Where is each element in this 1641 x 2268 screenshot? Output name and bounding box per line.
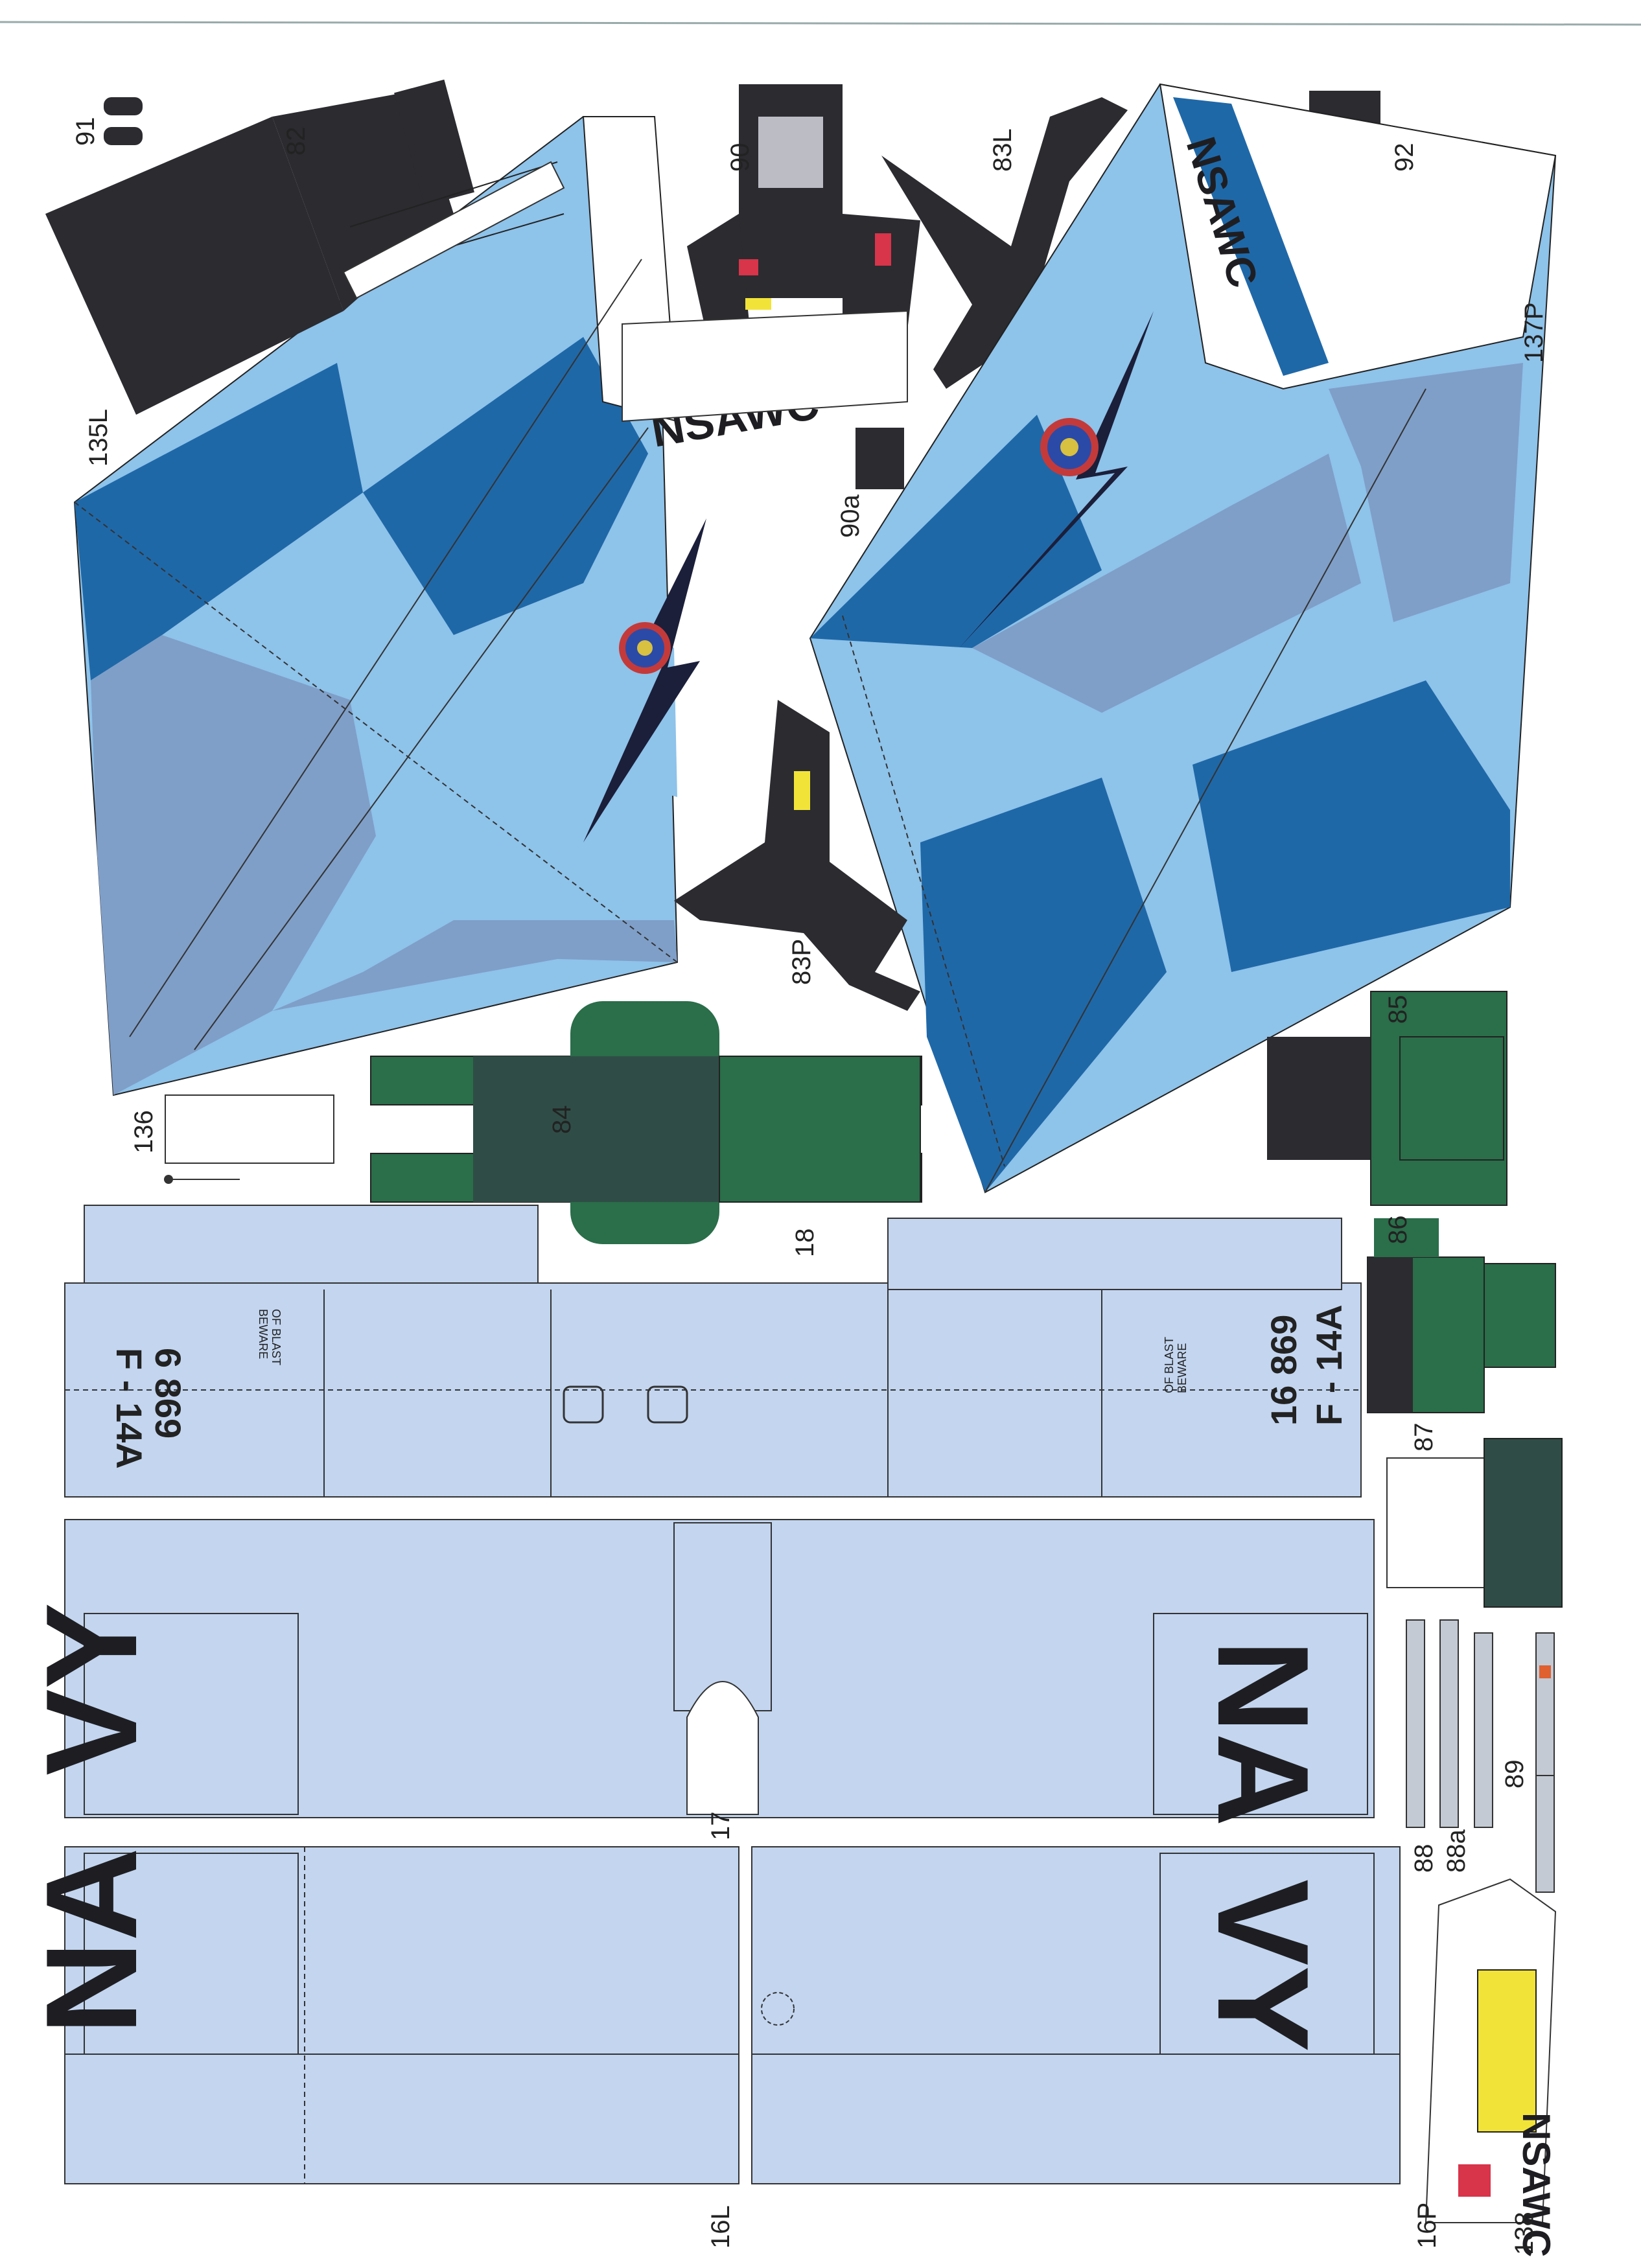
part-83p [674, 700, 920, 1011]
label-16p: 16P [1413, 2203, 1441, 2249]
part-86 [1367, 1218, 1556, 1413]
warning-left-1: BEWARE [257, 1309, 270, 1359]
navy-letters-1: NA [19, 1847, 164, 2035]
label-91: 91 [71, 117, 100, 146]
warning-right-2: OF BLAST [1163, 1337, 1176, 1393]
type-right: F - 14A [1309, 1304, 1349, 1426]
part-16p-fuselage: VY [751, 1846, 1401, 2184]
label-88: 88 [1410, 1844, 1438, 1873]
navy-letters-3: NA [1191, 1639, 1335, 1827]
label-92: 92 [1390, 143, 1419, 172]
navy-letters-2: VY [19, 1603, 164, 1776]
label-83p: 83P [787, 939, 816, 985]
label-16l: 16L [706, 2205, 735, 2249]
warning-left-2: OF BLAST [270, 1309, 283, 1365]
part-85 [1267, 991, 1507, 1206]
label-18: 18 [791, 1229, 819, 1258]
serial-left: 6 869 [148, 1348, 189, 1439]
label-136: 136 [130, 1110, 158, 1153]
label-88a: 88a [1442, 1829, 1471, 1873]
label-90a: 90a [836, 494, 865, 538]
part-83l [881, 97, 1128, 389]
label-137p: 137P [1520, 303, 1548, 363]
part-88-struts [1406, 1619, 1555, 1893]
part-number-labels: 91 82 90 83L 92 135L 90a 137P 83P 85 136… [71, 117, 1548, 2256]
label-86: 86 [1384, 1216, 1412, 1245]
type-left: F - 14A [109, 1348, 150, 1469]
navy-letters-4: VY [1191, 1879, 1335, 2052]
part-84-seat [370, 1001, 922, 1244]
part-87 [1386, 1438, 1563, 1608]
part-138: NSAWC [1425, 1878, 1558, 2257]
part-137p-wing: NSAWC [809, 83, 1557, 1194]
label-90: 90 [726, 143, 754, 172]
label-83l: 83L [988, 128, 1017, 172]
label-85: 85 [1384, 995, 1412, 1024]
part-17-fuselage: VY NA [19, 1519, 1375, 1827]
part-91 [104, 97, 143, 145]
label-17: 17 [706, 1812, 735, 1841]
label-138: 138 [1510, 2212, 1539, 2255]
label-82: 82 [282, 127, 310, 156]
part-136 [165, 1094, 334, 1164]
serial-right: 16 869 [1263, 1315, 1304, 1426]
warning-right-1: BEWARE [1176, 1343, 1189, 1393]
label-89: 89 [1500, 1760, 1529, 1789]
part-90a [855, 428, 904, 489]
label-87: 87 [1410, 1423, 1438, 1452]
part-18-fuselage: F - 14A 6 869 BEWARE OF BLAST F - 14A 16… [64, 1205, 1362, 1498]
label-84: 84 [548, 1105, 576, 1135]
part-82 [45, 79, 564, 415]
part-16l-fuselage: NA [19, 1846, 739, 2184]
label-135l: 135L [84, 409, 113, 467]
unit-marking-c: NSAWC [1515, 2112, 1558, 2257]
